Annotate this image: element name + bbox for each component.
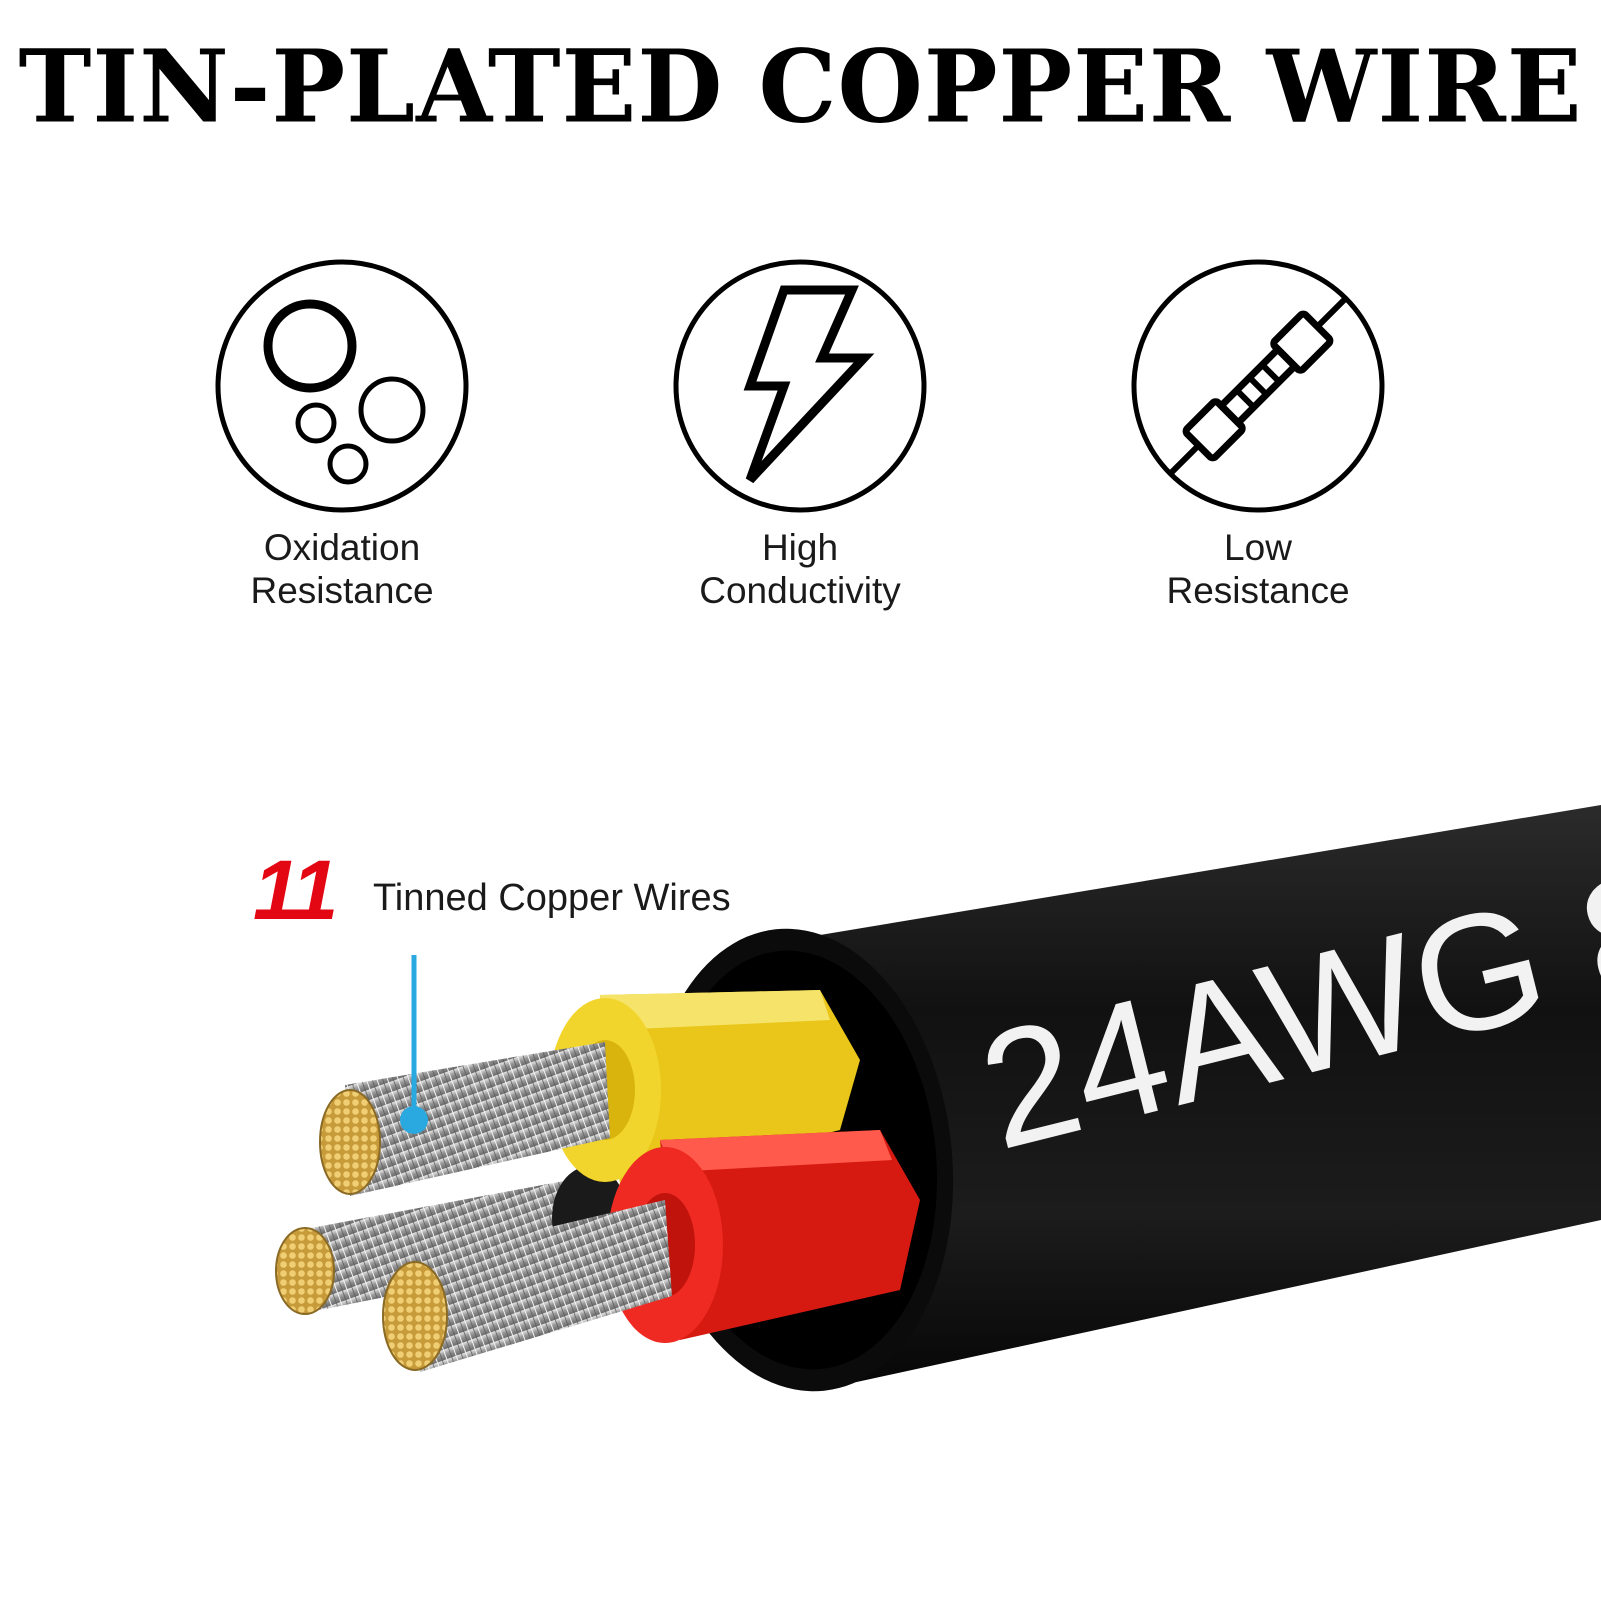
feature-label: Oxidation Resistance — [250, 527, 434, 611]
wire-count-label: Tinned Copper Wires — [373, 877, 731, 919]
feature-oxidation-resistance: Oxidation Resistance — [172, 258, 512, 612]
page-title: TIN-PLATED COPPER WIRE — [18, 28, 1583, 147]
feature-high-conductivity: High Conductivity — [630, 258, 970, 612]
feature-label: High Conductivity — [699, 527, 901, 611]
feature-label: Low Resistance — [1166, 527, 1350, 611]
resistor-icon — [1131, 259, 1385, 513]
callout-pointer — [400, 955, 428, 1134]
bubbles-icon — [215, 259, 469, 513]
feature-low-resistance: Low Resistance — [1088, 258, 1428, 612]
lightning-icon — [673, 259, 927, 513]
red-conductor — [382, 1130, 920, 1372]
wire-count: 11 — [253, 843, 338, 937]
